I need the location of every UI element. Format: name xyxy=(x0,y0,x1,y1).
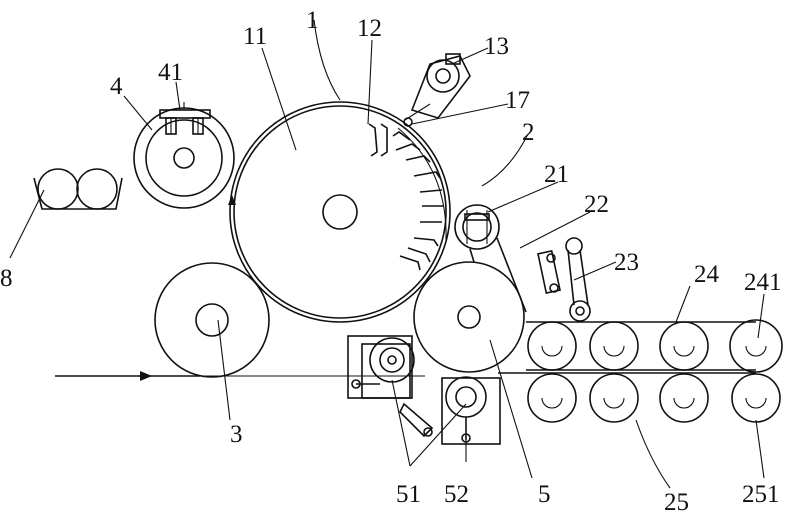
unit-52 xyxy=(441,376,501,445)
label-12: 12 xyxy=(357,15,382,42)
label-21: 21 xyxy=(544,161,569,188)
belt-22 xyxy=(469,237,527,313)
label-52: 52 xyxy=(444,481,469,508)
input-web-line xyxy=(55,371,425,381)
label-2: 2 xyxy=(522,119,535,146)
roller-5 xyxy=(413,261,525,373)
label-251: 251 xyxy=(742,481,780,508)
label-5: 5 xyxy=(538,481,551,508)
label-3: 3 xyxy=(230,421,243,448)
label-241: 241 xyxy=(744,269,782,296)
part-41 xyxy=(159,102,211,135)
label-22: 22 xyxy=(584,191,609,218)
tensioner-23 xyxy=(537,237,591,322)
upper-roller-row xyxy=(527,319,783,373)
cylinder-4 xyxy=(133,107,235,209)
callout-labels: 1 11 12 13 17 2 21 22 23 24 241 4 41 8 3… xyxy=(0,7,782,514)
label-41: 41 xyxy=(158,59,183,86)
main-cylinder-11 xyxy=(228,101,451,323)
label-23: 23 xyxy=(614,249,639,276)
label-11: 11 xyxy=(243,23,267,50)
label-24: 24 xyxy=(694,261,720,288)
conveyor-belt-24 xyxy=(526,321,756,371)
roller-21 xyxy=(454,204,500,250)
label-17: 17 xyxy=(505,87,530,114)
rolls-8 xyxy=(33,168,123,210)
unit-51 xyxy=(347,335,434,438)
lower-roller-row-25 xyxy=(498,372,781,423)
leader-lines xyxy=(9,19,765,489)
cylinder-3 xyxy=(154,262,270,378)
bracket-13 xyxy=(403,53,471,127)
gripper-fingers-12 xyxy=(368,123,447,271)
label-25: 25 xyxy=(664,489,689,514)
label-8: 8 xyxy=(0,265,13,292)
label-1: 1 xyxy=(306,7,319,34)
label-13: 13 xyxy=(484,33,509,60)
label-51: 51 xyxy=(396,481,421,508)
label-4: 4 xyxy=(110,73,123,100)
